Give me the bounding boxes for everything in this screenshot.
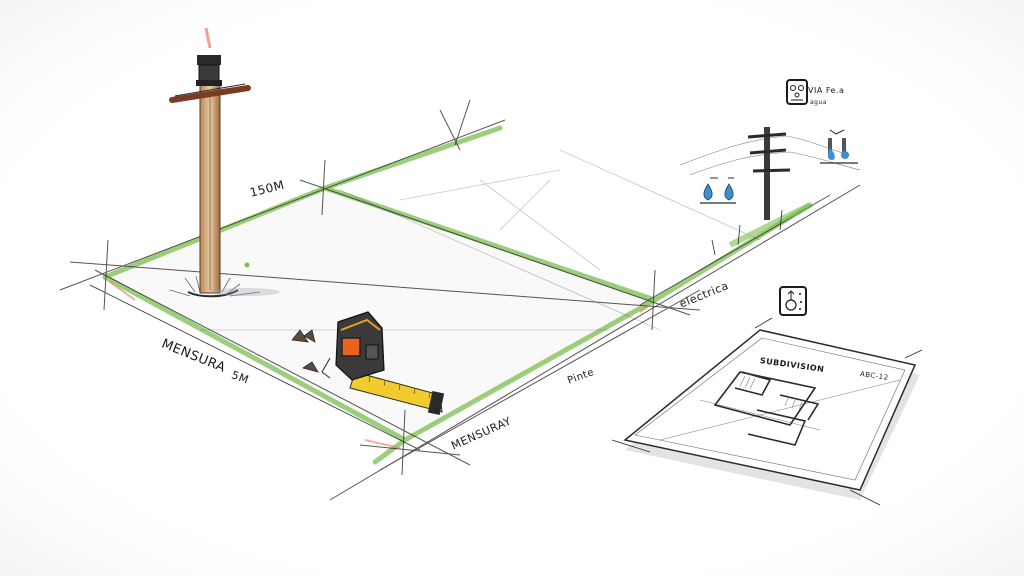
tower-icon	[169, 27, 280, 298]
water-drops-icon	[700, 177, 736, 204]
utility-pole-icon	[679, 127, 861, 256]
floor-plan-icon	[611, 317, 923, 506]
water-meter-icon	[786, 79, 808, 105]
gas-meter-icon	[779, 286, 807, 316]
water-icon-text: VIA Fe.a	[808, 86, 845, 95]
plot-boundary	[59, 99, 861, 501]
water-tap-icon	[820, 129, 858, 164]
water-icon-subtext: agua	[810, 99, 827, 106]
tape-measure-icon	[291, 311, 445, 416]
